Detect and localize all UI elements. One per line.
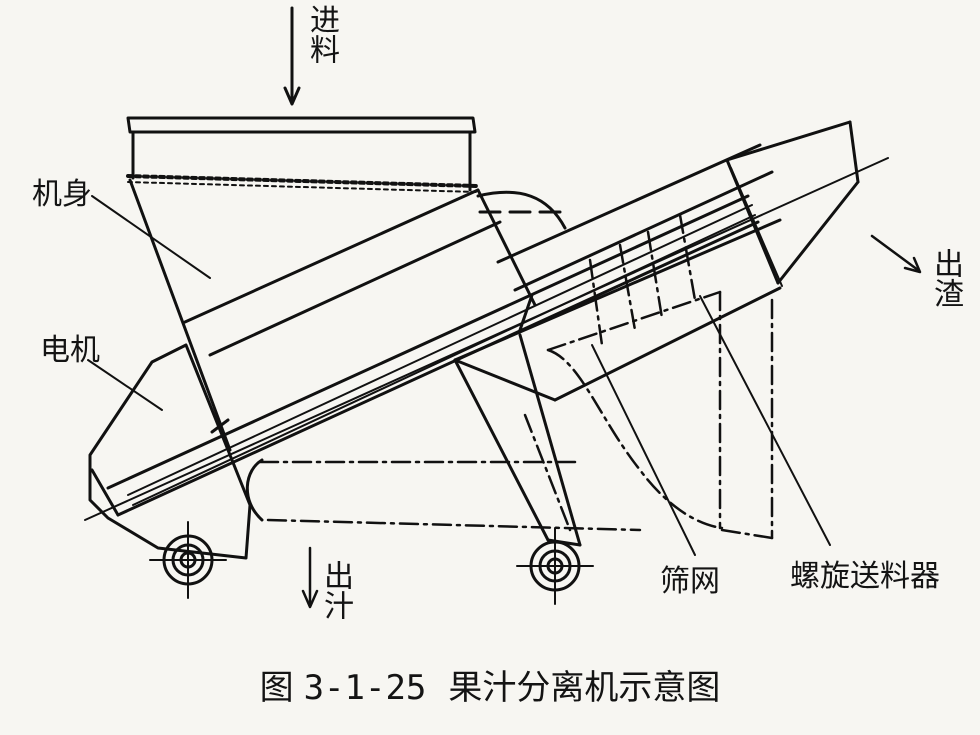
label-juice-out: 出汁 xyxy=(318,560,353,620)
lower-housing xyxy=(453,218,782,402)
caption-prefix: 图 xyxy=(259,668,294,708)
label-screw-feeder: 螺旋送料器 xyxy=(790,559,940,594)
label-screen: 筛网 xyxy=(660,564,720,599)
caption-title: 果汁分离机示意图 xyxy=(448,668,721,708)
juice-trough xyxy=(245,458,264,522)
hopper xyxy=(126,116,478,452)
caption-number: 3-1-25 xyxy=(303,668,427,708)
residue-outlet xyxy=(725,120,860,287)
leader-lines xyxy=(87,195,831,556)
machine-body xyxy=(183,143,774,434)
motor xyxy=(88,343,252,560)
left-wheel xyxy=(149,521,227,599)
screen-mesh xyxy=(258,213,774,540)
label-feed-in: 进料 xyxy=(304,4,339,64)
feed-arrow xyxy=(283,6,301,106)
right-wheel xyxy=(516,527,594,605)
label-residue-out: 出渣 xyxy=(928,248,963,308)
juice-arrow xyxy=(301,546,319,609)
residue-arrow xyxy=(870,234,922,274)
label-motor: 电机 xyxy=(40,333,100,368)
label-machine-body: 机身 xyxy=(32,177,92,212)
screw-tube xyxy=(84,157,889,521)
